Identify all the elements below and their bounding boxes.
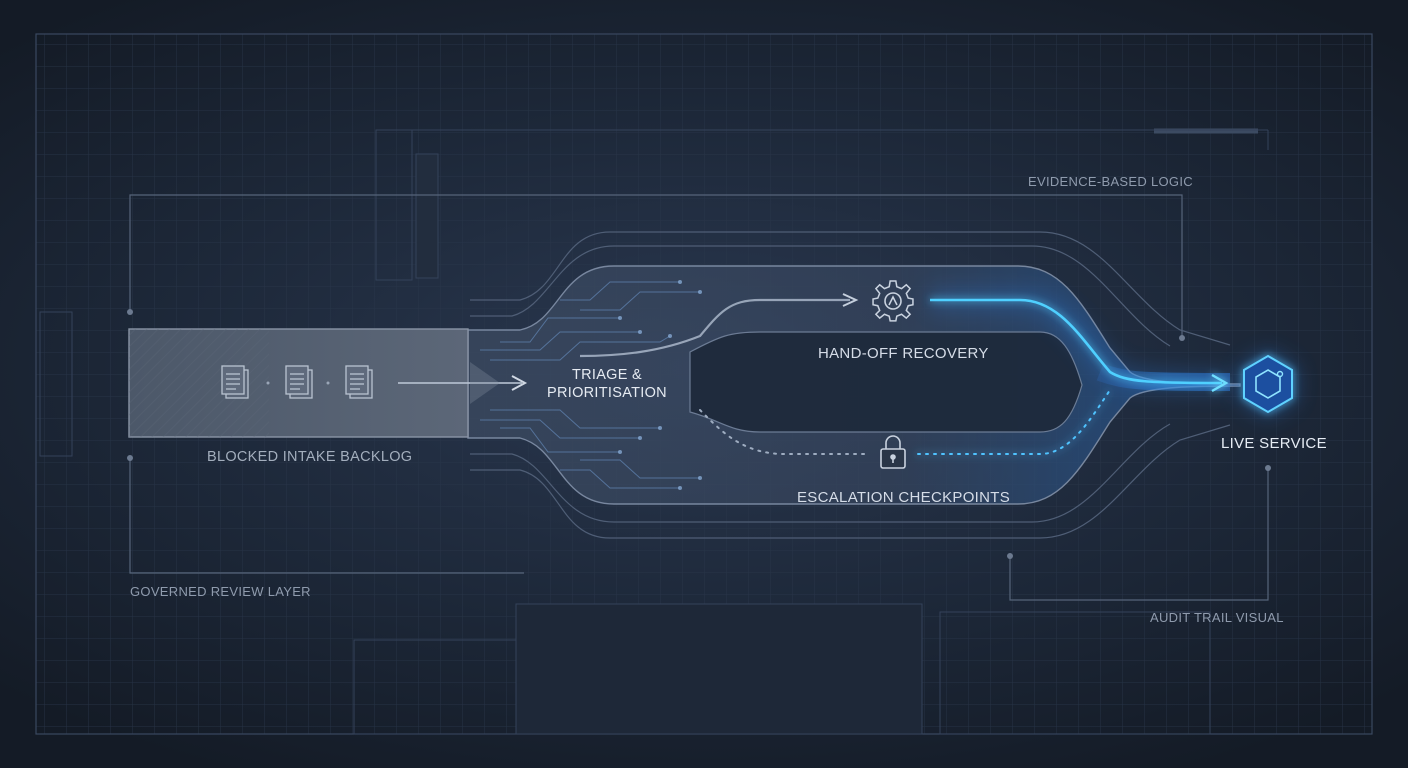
escalation-checkpoints-label: ESCALATION CHECKPOINTS <box>797 489 1011 506</box>
document-stack-icon <box>345 365 373 399</box>
live-service-label: LIVE SERVICE <box>1221 435 1327 452</box>
document-stack-icon <box>285 365 313 399</box>
annotation-evidence-based-logic: EVIDENCE-BASED LOGIC <box>1028 174 1193 189</box>
hexagon-cube-icon <box>1239 350 1297 418</box>
gear-icon <box>872 280 914 322</box>
document-stack-icon <box>221 365 249 399</box>
backlog-label: BLOCKED INTAKE BACKLOG <box>207 449 413 465</box>
triage-label-line1: TRIAGE & <box>571 367 643 383</box>
triage-label: TRIAGE & PRIORITISATION <box>538 366 676 402</box>
lock-icon <box>880 435 906 469</box>
annotation-governed-review-layer: GOVERNED REVIEW LAYER <box>130 584 311 599</box>
triage-label-line2: PRIORITISATION <box>547 385 667 401</box>
annotation-audit-trail-visual: AUDIT TRAIL VISUAL <box>1150 610 1284 625</box>
hand-off-recovery-label: HAND-OFF RECOVERY <box>818 345 989 362</box>
